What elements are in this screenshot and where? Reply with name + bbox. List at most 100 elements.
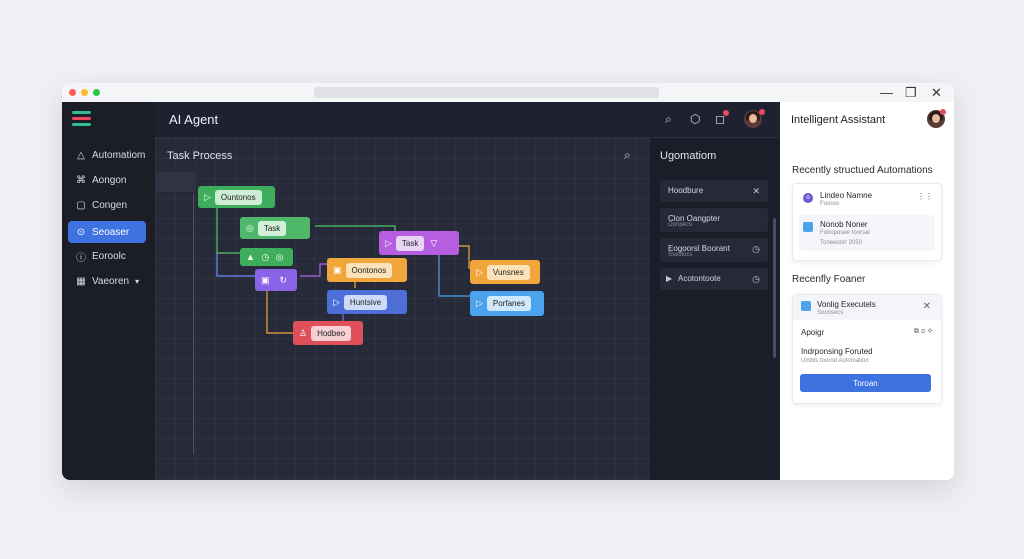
sidebar-item-label: Seoaser	[92, 226, 130, 238]
item-label: Eogoorsl Boorant	[668, 244, 730, 253]
node-toolbar-purple[interactable]: ▣ ↻	[255, 269, 297, 291]
avatar-badge	[759, 109, 765, 115]
node-toolbar-green[interactable]: ▲ ◷ ◎	[240, 248, 293, 266]
panel-title: Ugomatiom	[660, 150, 717, 162]
item-label: Clon Oangpter	[668, 214, 721, 223]
field-label: Apoigr	[801, 328, 825, 337]
box-icon: ▣	[333, 264, 342, 275]
workflow-canvas[interactable]: Task Process ⌕	[155, 138, 650, 480]
node-label: Ountonos	[214, 189, 262, 205]
list-item[interactable]: Eogoorsl Boorant Sseoiocs ◷	[660, 238, 768, 262]
sidebar-item-label: Aongon	[92, 174, 127, 186]
bell-icon[interactable]: ◻	[715, 112, 725, 126]
section-title: Recently structued Automations	[792, 165, 933, 176]
close-icon[interactable]: ✕	[922, 301, 931, 312]
more-icon[interactable]: ⋮⋮	[917, 192, 933, 201]
info-icon: ⓘ	[76, 252, 86, 264]
node-vunsnes[interactable]: ▷ Vunsnes	[470, 260, 540, 284]
sidebar-item-seoaser[interactable]: ⊙ Seoaser	[68, 221, 146, 243]
sidebar-item-congen[interactable]: ▢ Congen	[68, 194, 146, 216]
settings-icon[interactable]: ⬡	[690, 112, 701, 126]
node-task-purple[interactable]: ▷ Task ▽	[379, 231, 459, 255]
triangle-icon: △	[77, 149, 85, 161]
sidebar-item-label: Vaeoren	[92, 275, 130, 287]
action-icons[interactable]: ⧉ ⌀ ✧	[913, 328, 933, 335]
recent-automations-card: o Lindeo Namne Fooroo ⋮⋮ Nonob Noner Fon…	[792, 183, 942, 261]
automation-icon: o	[803, 193, 813, 203]
minimize-button[interactable]: —	[880, 85, 893, 100]
main-area: AI Agent ⌕ ⬡ ◻ Task Process ⌕	[155, 102, 780, 480]
item-sub: Sseoiocs	[668, 252, 693, 258]
play-icon: ▷	[476, 298, 483, 308]
primary-button[interactable]: Toroan	[800, 374, 931, 392]
command-icon: ⌘	[76, 174, 86, 186]
node-porfanes[interactable]: ▷ Porfanes	[470, 291, 544, 316]
assistant-title: Intelligent Assistant	[791, 114, 886, 126]
chevron-down-icon[interactable]: ▾	[135, 276, 140, 286]
sidebar-item-vaeoren[interactable]: ▦ Vaeoren ▾	[68, 270, 146, 292]
card-subline: Umbts toorod Automation	[801, 358, 869, 364]
sidebar-item-automation[interactable]: △ Automatiom	[68, 144, 146, 166]
play-icon: ▷	[204, 191, 211, 202]
sidebar-item-label: Congen	[92, 199, 128, 211]
page-title: AI Agent	[169, 112, 219, 127]
clock-icon[interactable]: ◷	[752, 244, 760, 254]
card-header	[793, 295, 941, 320]
card-line: Indrponsing Foruted	[801, 347, 873, 356]
node-oontonos[interactable]: ▣ Oontonos	[327, 258, 407, 282]
address-bar[interactable]	[314, 87, 659, 98]
play-icon: ▷	[476, 266, 483, 277]
section-title: Recenfly Foaner	[792, 274, 866, 285]
header: AI Agent ⌕ ⬡ ◻	[155, 102, 780, 138]
notification-badge	[723, 110, 729, 116]
box-icon: ▣	[261, 274, 270, 285]
canvas-guide-line	[193, 194, 194, 454]
close-button[interactable]: ✕	[931, 85, 942, 100]
play-icon: ▷	[333, 296, 340, 307]
node-label: Vunsnes	[486, 264, 530, 280]
square-icon: ▢	[76, 199, 86, 211]
clock-icon[interactable]: ◷	[752, 274, 760, 284]
target-icon: ⊙	[76, 226, 86, 238]
card-title: Vonlig Executels	[817, 300, 876, 309]
avatar[interactable]	[744, 110, 762, 128]
restore-button[interactable]: ❐	[905, 85, 917, 100]
scrollbar[interactable]	[773, 218, 776, 358]
list-item[interactable]: Clon Oangpter Oonpecs	[660, 208, 768, 232]
search-icon[interactable]: ⌕	[624, 148, 631, 162]
item-sub: Fonoposee toorsal	[820, 230, 870, 236]
target-icon: ◎	[246, 222, 254, 233]
item-title: Lindeo Namne	[820, 191, 873, 200]
sidebar: △ Automatiom ⌘ Aongon ▢ Congen ⊙ Seoaser…	[62, 102, 155, 480]
close-dot[interactable]	[69, 89, 76, 96]
calendar-icon: ▦	[76, 275, 86, 287]
node-huntsive[interactable]: ▷ Huntsive	[327, 290, 407, 314]
chevron-down-icon: ▽	[430, 237, 438, 248]
card-sub: Soonsecs	[817, 310, 844, 316]
item-date: Toneeoorr 2050	[820, 240, 863, 246]
item-label: Acotontoote	[678, 274, 721, 283]
item-title: Nonob Noner	[820, 220, 868, 229]
sidebar-item-aongon[interactable]: ⌘ Aongon	[68, 169, 146, 191]
user-icon: ♙	[299, 327, 308, 338]
search-icon[interactable]: ⌕	[665, 112, 672, 126]
list-item[interactable]: Hoodbure ✕	[660, 180, 768, 202]
maximize-dot[interactable]	[93, 89, 100, 96]
item-sub: Oonpecs	[668, 222, 693, 228]
list-item[interactable]: Nonob Noner Fonoposee toorsal Toneeoorr …	[798, 215, 935, 251]
play-icon: ▷	[385, 237, 392, 248]
sidebar-item-label: Automatiom	[92, 149, 146, 161]
automation-panel: Ugomatiom Hoodbure ✕ Clon Oangpter Oonpe…	[650, 138, 780, 480]
close-icon[interactable]: ✕	[752, 186, 760, 196]
node-task-green[interactable]: ◎ Task	[240, 217, 310, 239]
sidebar-item-eoroolc[interactable]: ⓘ Eoroolc	[68, 245, 146, 267]
controls-icon: ▲ ◷ ◎	[246, 251, 286, 262]
node-label: Task	[257, 220, 287, 236]
list-item[interactable]: Acotontoote ▶ ◷	[660, 268, 768, 290]
sidebar-item-label: Eoroolc	[92, 250, 126, 262]
node-ountonos[interactable]: ▷ Ountonos	[198, 186, 275, 208]
sync-icon: ↻	[279, 274, 288, 285]
avatar-badge	[940, 109, 946, 115]
minimize-dot[interactable]	[81, 89, 88, 96]
node-hodbeo[interactable]: ♙ Hodbeo	[293, 321, 363, 345]
